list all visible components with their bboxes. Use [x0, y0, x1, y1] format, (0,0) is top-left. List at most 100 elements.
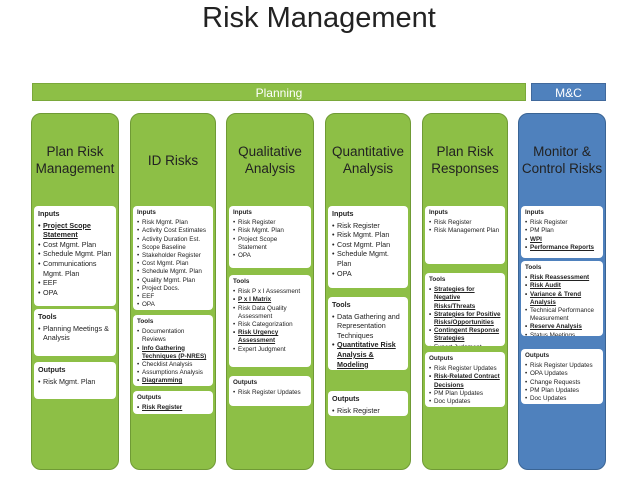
outputs-list: Risk Register Updates	[233, 389, 307, 397]
outputs-label: Outputs	[233, 379, 258, 386]
tools-label: Tools	[38, 312, 57, 321]
list-item: Risk Register Updates	[429, 365, 501, 373]
outputs-label: Outputs	[137, 394, 162, 401]
list-item: OPA	[233, 252, 307, 260]
outputs-list: Risk Register UpdatesOPA UpdatesChange R…	[525, 362, 599, 403]
list-item: Strategies for Negative Risks/Threats	[429, 286, 501, 311]
outputs-label: Outputs	[525, 352, 550, 359]
list-item: Risk Mgmt. Plan	[137, 219, 209, 227]
list-item: OPA Updates	[525, 370, 599, 378]
list-item: Risk Register Updates	[233, 389, 307, 397]
list-item: EEF	[38, 278, 112, 288]
outputs-list: Risk Register	[137, 404, 209, 412]
list-item: Expert Judgment	[233, 346, 307, 354]
list-item: PM Plan Updates	[525, 387, 599, 395]
list-item: Project Scope Statement	[38, 221, 112, 240]
tools-box: ToolsRisk ReassessmentRisk AuditVariance…	[521, 261, 603, 336]
list-item: Reserve Analysis	[525, 323, 599, 331]
list-item: Project Docs.	[137, 285, 209, 293]
tools-box: ToolsRisk P x I AssessmentP x I MatrixRi…	[229, 275, 311, 367]
tools-label: Tools	[429, 276, 446, 283]
list-item: Performance Reports	[525, 244, 599, 252]
list-item: PM Plan Updates	[429, 390, 501, 398]
outputs-box: OutputsRisk Register Updates	[328, 391, 408, 416]
list-item: Expert Judgment	[429, 344, 501, 346]
list-item: Risk Categorization	[233, 321, 307, 329]
list-item: Change Requests	[525, 379, 599, 387]
tools-list: Strategies for Negative Risks/ThreatsStr…	[429, 286, 501, 346]
tools-list: Documentation ReviewsInfo Gathering Tech…	[137, 328, 209, 386]
list-item: Diagramming Techniques (CTB)	[137, 377, 209, 386]
list-item: Doc Updates	[429, 398, 501, 406]
column-header: ID Risks	[147, 152, 199, 168]
list-item: Risk Mgmt. Plan	[38, 377, 112, 387]
inputs-label: Inputs	[38, 209, 60, 218]
list-item: Cost Mgmt. Plan	[137, 260, 209, 268]
list-item: WPI	[525, 236, 599, 244]
list-item: Planning Meetings & Analysis	[38, 324, 112, 343]
list-item: Schedule Mgmt. Plan	[332, 249, 404, 268]
tools-box: ToolsPlanning Meetings & Analysis	[34, 309, 116, 356]
list-item: Stakeholder Register	[137, 252, 209, 260]
list-item: Risk Urgency Assessment	[233, 329, 307, 345]
tools-label: Tools	[332, 300, 351, 309]
column-header: Qualitative Analysis	[238, 144, 302, 176]
list-item: Risk Register	[233, 219, 307, 227]
tools-list: Risk P x I AssessmentP x I MatrixRisk Da…	[233, 288, 307, 354]
list-item: Risk Mgmt. Plan	[332, 230, 404, 240]
column-quant: Quantitative Analysis	[325, 113, 411, 470]
list-item: Risk Management Plan	[429, 227, 501, 235]
list-item: Quantitative Risk Analysis & Modeling Te…	[332, 340, 404, 370]
list-item: Data Gathering and Representation Techni…	[332, 312, 404, 341]
list-item: Risk Register Updates	[525, 362, 599, 370]
list-item: Cost Mgmt. Plan	[332, 240, 404, 250]
list-item: Risk Register Updates	[332, 406, 404, 416]
list-item: Risk Reassessment	[525, 274, 599, 282]
tools-list: Risk ReassessmentRisk AuditVariance & Tr…	[525, 274, 599, 336]
outputs-box: OutputsRisk Register	[133, 391, 213, 414]
list-item: Contingent Response Strategies	[429, 327, 501, 343]
list-item: Info Gathering Techniques (P-NRES)	[137, 345, 209, 361]
tools-box: ToolsDocumentation ReviewsInfo Gathering…	[133, 315, 213, 386]
list-item: Strategies for Positive Risks/Opportunit…	[429, 311, 501, 327]
list-item: Doc Updates	[525, 395, 599, 403]
inputs-box: InputsRisk RegisterRisk Mgmt. PlanCost M…	[328, 206, 408, 288]
outputs-list: Risk Register UpdatesRisk-Related Contra…	[429, 365, 501, 406]
list-item: Status Meetings	[525, 332, 599, 336]
inputs-label: Inputs	[525, 209, 544, 216]
list-item: Scope Baseline	[137, 244, 209, 252]
list-item: Project Scope Statement	[233, 236, 307, 252]
inputs-box: InputsRisk RegisterRisk Mgmt. PlanProjec…	[229, 206, 311, 268]
inputs-label: Inputs	[233, 209, 252, 216]
column-header: Plan Risk Management	[35, 144, 115, 176]
list-item: OPA	[332, 269, 404, 279]
list-item: Assumptions Analysis	[137, 369, 209, 377]
inputs-label: Inputs	[429, 209, 448, 216]
inputs-list: Risk RegisterRisk Management Plan	[429, 219, 501, 236]
list-item: Variance & Trend Analysis	[525, 291, 599, 307]
outputs-label: Outputs	[332, 394, 360, 403]
list-item: OPA	[137, 301, 209, 309]
outputs-box: OutputsRisk Register UpdatesOPA UpdatesC…	[521, 349, 603, 404]
tools-list: Planning Meetings & Analysis	[38, 324, 112, 343]
inputs-box: InputsRisk RegisterPM PlanWPIPerformance…	[521, 206, 603, 258]
list-item: Risk Register	[137, 404, 209, 412]
outputs-label: Outputs	[38, 365, 66, 374]
outputs-box: OutputsRisk Mgmt. Plan	[34, 362, 116, 399]
inputs-list: Risk RegisterRisk Mgmt. PlanProject Scop…	[233, 219, 307, 260]
list-item: Risk-Related Contract Decisions	[429, 373, 501, 389]
inputs-box: InputsProject Scope StatementCost Mgmt. …	[34, 206, 116, 306]
page-title: Risk Management	[202, 2, 436, 34]
list-item: Activity Cost Estimates	[137, 227, 209, 235]
inputs-box: InputsRisk RegisterRisk Management Plan	[425, 206, 505, 264]
list-item: Quality Mgmt. Plan	[137, 277, 209, 285]
tools-box: ToolsData Gathering and Representation T…	[328, 297, 408, 370]
outputs-list: Risk Mgmt. Plan	[38, 377, 112, 387]
list-item: Risk Data Quality Assessment	[233, 305, 307, 321]
list-item: PM Plan	[525, 227, 599, 235]
inputs-label: Inputs	[332, 209, 354, 218]
list-item: Risk Register	[525, 219, 599, 227]
inputs-list: Risk RegisterPM PlanWPIPerformance Repor…	[525, 219, 599, 252]
outputs-box: OutputsRisk Register UpdatesRisk-Related…	[425, 352, 505, 407]
tools-list: Data Gathering and Representation Techni…	[332, 312, 404, 370]
